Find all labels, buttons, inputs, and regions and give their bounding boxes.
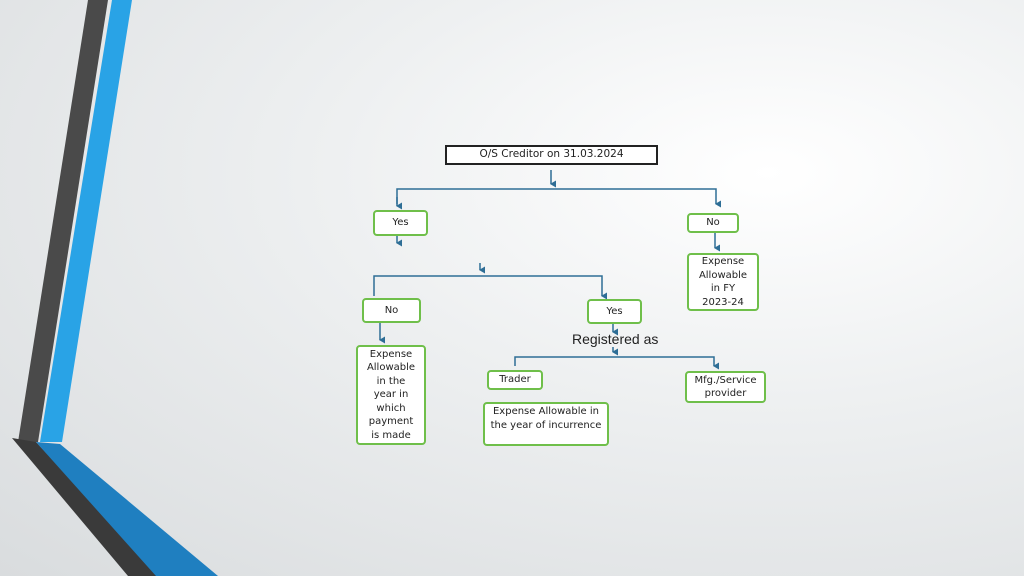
blue-stripe [40, 0, 132, 442]
dark-stripe-bottom [12, 438, 160, 576]
root-box: O/S Creditor on 31.03.2024 [445, 145, 658, 165]
connector-branch-3 [514, 356, 719, 370]
level2-no-box: No [362, 298, 421, 323]
connector-branch-2 [373, 275, 607, 300]
level1-no-result-box: Expense Allowable in FY 2023-24 [687, 253, 759, 311]
level1-yes-box: Yes [373, 210, 428, 236]
level2-yes-box: Yes [587, 299, 642, 324]
connector-branch-1 [396, 188, 721, 208]
level3-mfg-box: Mfg./Service provider [685, 371, 766, 403]
dark-stripe [18, 0, 108, 442]
level2-no-result-box: Expense Allowable in the year in which p… [356, 345, 426, 445]
level3-trader-box: Trader [487, 370, 543, 390]
level1-no-box: No [687, 213, 739, 233]
registered-as-label: Registered as [572, 331, 659, 347]
blue-stripe-bottom [36, 442, 218, 576]
level3-trader-result-box: Expense Allowable in the year of incurre… [483, 402, 609, 446]
